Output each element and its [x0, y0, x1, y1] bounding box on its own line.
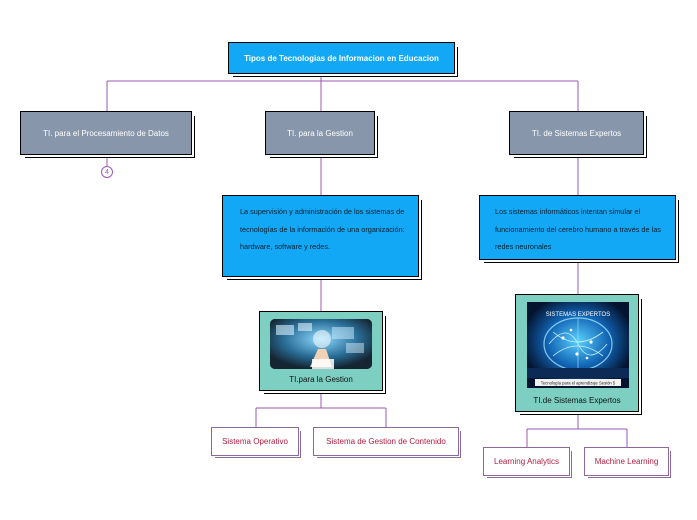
branch-sistemas-expertos[interactable]: TI. de Sistemas Expertos: [509, 111, 644, 155]
branch-label: TI. para la Gestion: [287, 128, 353, 138]
branch-gestion[interactable]: TI. para la Gestion: [265, 111, 375, 155]
leaf-label: Sistema Operativo: [222, 437, 288, 446]
leaf-learning-analytics[interactable]: Learning Analytics: [483, 447, 570, 476]
image-title: SISTEMAS EXPERTOS: [546, 312, 610, 318]
branch-label: TI. para el Procesamiento de Datos: [43, 128, 169, 138]
expertos-image-card[interactable]: Tecnología para el aprendizaje Sesión 5 …: [515, 294, 639, 412]
card-label: TI.de Sistemas Expertos: [533, 396, 621, 405]
leaf-sistema-operativo[interactable]: Sistema Operativo: [211, 427, 299, 456]
leaf-label: Learning Analytics: [494, 457, 559, 466]
brain-image: Tecnología para el aprendizaje Sesión 5 …: [527, 302, 629, 388]
gestion-image-card[interactable]: TI.para la Gestion: [259, 311, 383, 391]
neural-brain-illustration: Tecnología para el aprendizaje Sesión 5 …: [527, 302, 629, 388]
description-text: La supervisión y administración de los s…: [240, 207, 405, 251]
root-title: Tipos de Tecnologias de Informacion en E…: [244, 53, 439, 63]
branch-procesamiento-datos[interactable]: TI. para el Procesamiento de Datos: [20, 111, 192, 155]
tech-hand-image: [270, 319, 372, 369]
image-caption: Tecnología para el aprendizaje Sesión 5: [541, 381, 616, 386]
leaf-label: Machine Learning: [594, 457, 659, 466]
collapsed-count-badge[interactable]: 4: [101, 166, 113, 178]
expertos-description[interactable]: Los sistemas informáticos intentan simul…: [479, 195, 676, 260]
card-label: TI.para la Gestion: [289, 375, 353, 384]
leaf-sistema-gestion-contenido[interactable]: Sistema de Gestion de Contenido: [313, 427, 459, 456]
gestion-description[interactable]: La supervisión y administración de los s…: [222, 195, 419, 277]
description-text: Los sistemas informáticos intentan simul…: [495, 207, 661, 251]
root-topic[interactable]: Tipos de Tecnologias de Informacion en E…: [228, 42, 455, 74]
leaf-label: Sistema de Gestion de Contenido: [326, 437, 446, 446]
branch-label: TI. de Sistemas Expertos: [531, 128, 622, 138]
tech-hand-illustration: [270, 319, 372, 369]
leaf-machine-learning[interactable]: Machine Learning: [584, 447, 669, 476]
